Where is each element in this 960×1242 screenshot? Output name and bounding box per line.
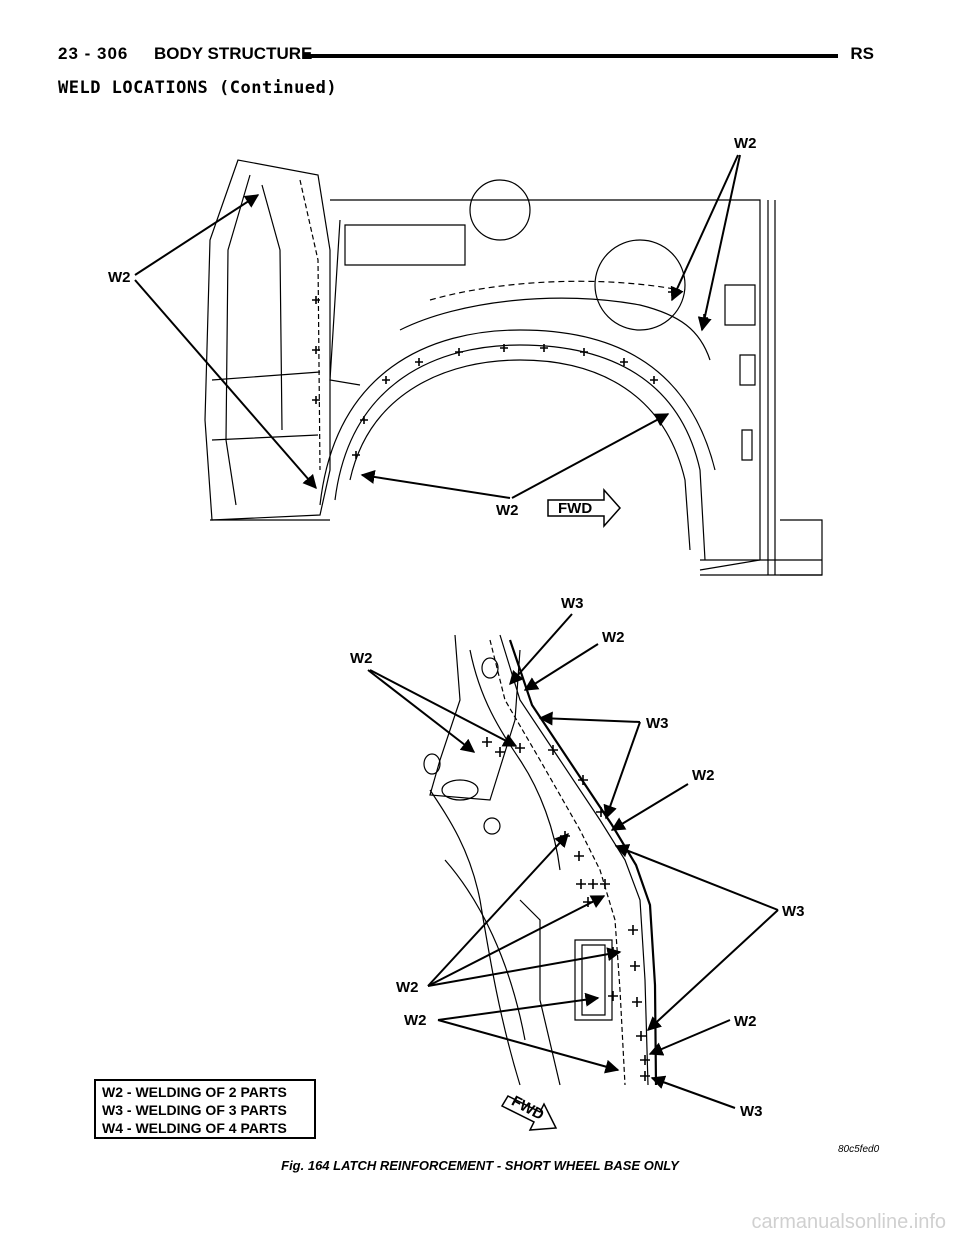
weld-legend: W2 - WELDING OF 2 PARTS W3 - WELDING OF … (94, 1079, 316, 1139)
callout-w2-left: W2 (108, 269, 131, 286)
watermark: carmanualsonline.info (751, 1211, 946, 1233)
callout-w2-top-right-lower: W2 (602, 629, 625, 646)
upper-leaders (134, 154, 741, 499)
legend-line-w3: W3 - WELDING OF 3 PARTS (102, 1102, 287, 1118)
callout-w3-right: W3 (782, 903, 805, 920)
page-header: 23 - 306 BODY STRUCTURE RS (58, 44, 874, 72)
callout-w2-mid-right: W2 (692, 767, 715, 784)
callout-w2-bottom: W2 (496, 502, 519, 519)
chapter-title: BODY STRUCTURE (154, 44, 313, 63)
lower-leaders (367, 613, 779, 1109)
callout-w2-left-1: W2 (396, 979, 419, 996)
fwd-arrow-upper (547, 488, 622, 528)
fwd-label-upper: FWD (558, 500, 592, 517)
upper-figure (204, 159, 823, 576)
callout-w3-top: W3 (561, 595, 584, 612)
callout-w2-left-2: W2 (404, 1012, 427, 1029)
page-number: 23 - 306 (58, 44, 129, 63)
callout-w2-top-left-lower: W2 (350, 650, 373, 667)
section-title: WELD LOCATIONS (Continued) (58, 78, 338, 98)
callout-w2-top-right: W2 (734, 135, 757, 152)
fwd-arrow-lower (500, 1095, 558, 1131)
figure-code: 80c5fed0 (838, 1144, 880, 1155)
header-rule (304, 54, 838, 58)
legend-line-w4: W4 - WELDING OF 4 PARTS (102, 1120, 287, 1136)
callout-w3-mid: W3 (646, 715, 669, 732)
figure-caption: Fig. 164 LATCH REINFORCEMENT - SHORT WHE… (281, 1158, 679, 1173)
callout-w2-bottom-right: W2 (734, 1013, 757, 1030)
legend-line-w2: W2 - WELDING OF 2 PARTS (102, 1084, 287, 1100)
callout-w3-bottom-right: W3 (740, 1103, 763, 1120)
model-code: RS (850, 44, 874, 63)
